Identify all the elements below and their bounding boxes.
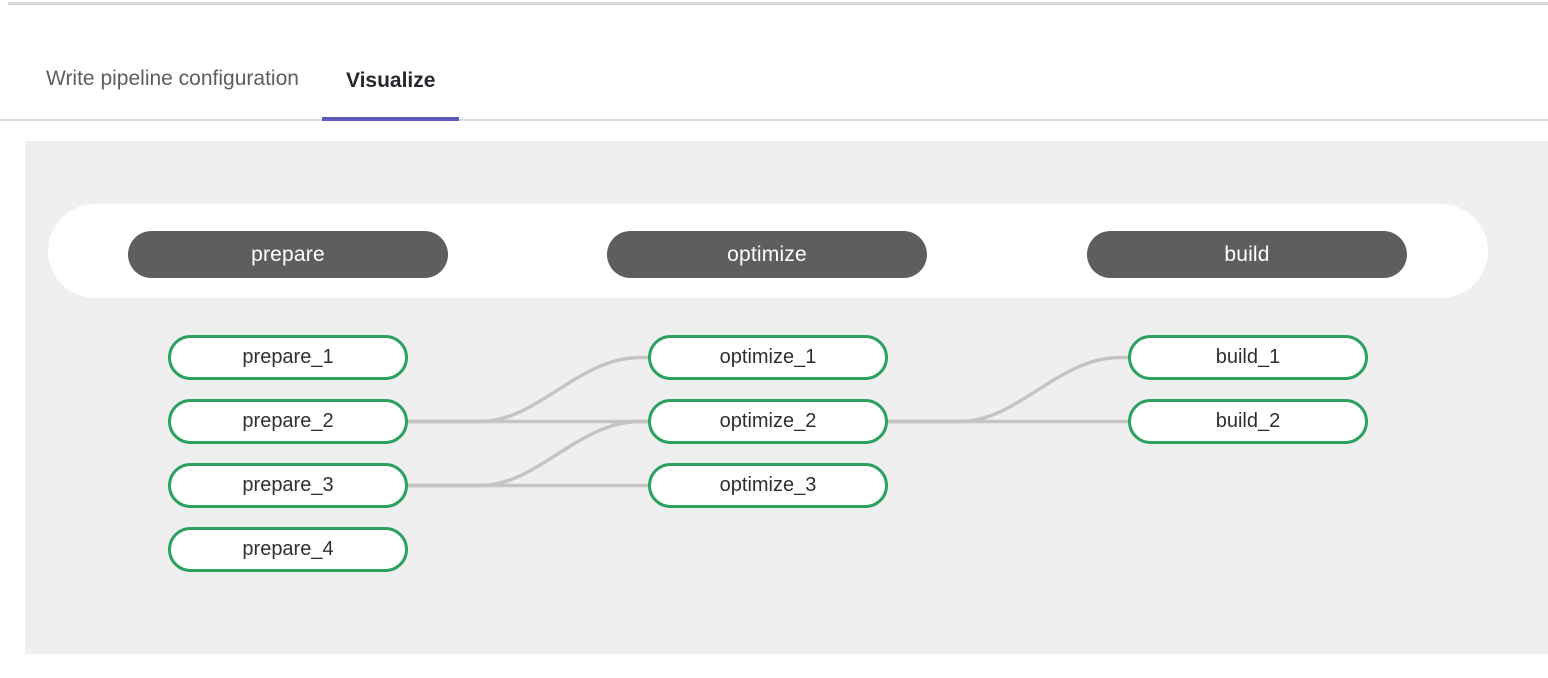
pipeline-editor-tabs: Write pipeline configuration Visualize <box>0 4 1548 121</box>
job-pill-optimize_2[interactable]: optimize_2 <box>648 399 888 444</box>
stage-pill-optimize: optimize <box>607 231 927 278</box>
job-connector-prepare_2-to-optimize_1 <box>406 355 650 424</box>
tab-visualize[interactable]: Visualize <box>321 70 460 121</box>
job-pill-build_1[interactable]: build_1 <box>1128 335 1368 380</box>
job-pill-prepare_2[interactable]: prepare_2 <box>168 399 408 444</box>
job-pill-prepare_4[interactable]: prepare_4 <box>168 527 408 572</box>
stage-pill-build: build <box>1087 231 1407 278</box>
job-pill-optimize_1[interactable]: optimize_1 <box>648 335 888 380</box>
stage-pill-prepare: prepare <box>128 231 448 278</box>
job-connector-prepare_3-to-optimize_2 <box>406 419 650 488</box>
job-pill-build_2[interactable]: build_2 <box>1128 399 1368 444</box>
tab-write-pipeline-configuration[interactable]: Write pipeline configuration <box>46 67 299 90</box>
job-pill-prepare_1[interactable]: prepare_1 <box>168 335 408 380</box>
job-pill-prepare_3[interactable]: prepare_3 <box>168 463 408 508</box>
job-connector-optimize_2-to-build_1 <box>886 355 1130 424</box>
job-pill-optimize_3[interactable]: optimize_3 <box>648 463 888 508</box>
top-divider <box>8 2 1548 5</box>
